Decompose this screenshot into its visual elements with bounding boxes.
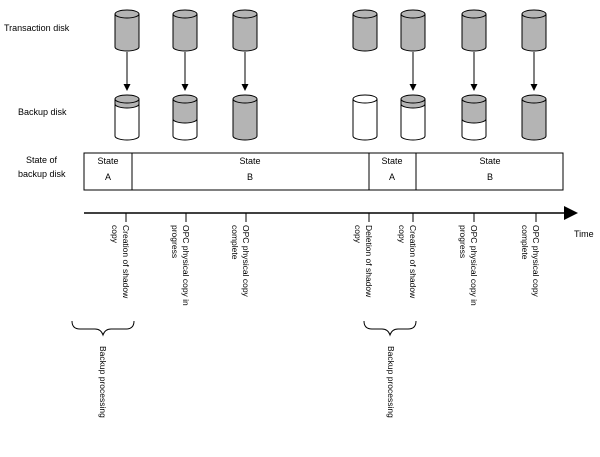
copy-arrow	[470, 52, 478, 91]
copy-arrow	[409, 52, 417, 91]
time-label: Time	[574, 229, 594, 239]
transaction-disk	[172, 9, 198, 52]
state-cell-label: State	[97, 156, 118, 166]
state-cell-label: State	[239, 156, 260, 166]
state-cell-label: State	[381, 156, 402, 166]
transaction-disk	[400, 9, 426, 52]
state-cell-value: A	[389, 172, 395, 182]
disk-column	[232, 9, 258, 141]
state-label-line2: backup disk	[18, 169, 66, 179]
event-label-line2: copy	[353, 225, 363, 244]
event-label-line2: copy	[397, 225, 407, 244]
state-cell-value: A	[105, 172, 111, 182]
event-label-line2: complete	[230, 225, 240, 260]
time-axis-arrowhead	[564, 206, 578, 220]
copy-arrow	[181, 52, 189, 91]
event-label-line1: OPC physical copy in	[469, 225, 479, 306]
backup-disk	[172, 94, 198, 141]
backup-disk	[461, 94, 487, 141]
copy-arrow	[123, 52, 131, 91]
state-cell-value: B	[247, 172, 253, 182]
backup-disk	[232, 94, 258, 141]
event-label-line1: Deletion of shadow	[364, 225, 374, 298]
event-label-line2: complete	[520, 225, 530, 260]
backup-brace	[71, 320, 135, 337]
state-bar-frame	[83, 152, 564, 191]
transaction-disk-label: Transaction disk	[4, 23, 70, 33]
disk-column	[461, 9, 487, 141]
backup-disk	[400, 94, 426, 141]
event-label-line1: Creation of shadow	[121, 225, 131, 299]
backup-disk	[521, 94, 547, 141]
transaction-disk	[521, 9, 547, 52]
event-label-line2: progress	[170, 225, 180, 258]
disk-column	[172, 9, 198, 141]
disk-column	[352, 9, 378, 141]
state-label-line1: State of	[26, 155, 58, 165]
state-cell-label: State	[479, 156, 500, 166]
backup-processing-label: Backup processing	[98, 346, 108, 418]
event-label-line1: Creation of shadow	[408, 225, 418, 299]
state-cell-value: B	[487, 172, 493, 182]
event-label-line1: OPC physical copy	[241, 225, 251, 298]
transaction-disk	[461, 9, 487, 52]
event-label-line2: progress	[458, 225, 468, 258]
transaction-disk	[114, 9, 140, 52]
backup-brace	[363, 320, 417, 337]
event-label-line1: OPC physical copy in	[181, 225, 191, 306]
copy-arrow	[530, 52, 538, 91]
disk-column	[400, 9, 426, 141]
transaction-disk	[232, 9, 258, 52]
backup-processing-label: Backup processing	[386, 346, 396, 418]
transaction-disk	[352, 9, 378, 52]
backup-disk	[352, 94, 378, 141]
disk-column	[114, 9, 140, 141]
event-label-line1: OPC physical copy	[531, 225, 541, 298]
state-bar: State A State B State A State B	[83, 152, 564, 191]
backup-disk	[114, 94, 140, 141]
disk-columns	[114, 9, 547, 141]
event-label-line2: copy	[110, 225, 120, 244]
disk-column	[521, 9, 547, 141]
backup-disk-label: Backup disk	[18, 107, 67, 117]
copy-arrow	[241, 52, 249, 91]
